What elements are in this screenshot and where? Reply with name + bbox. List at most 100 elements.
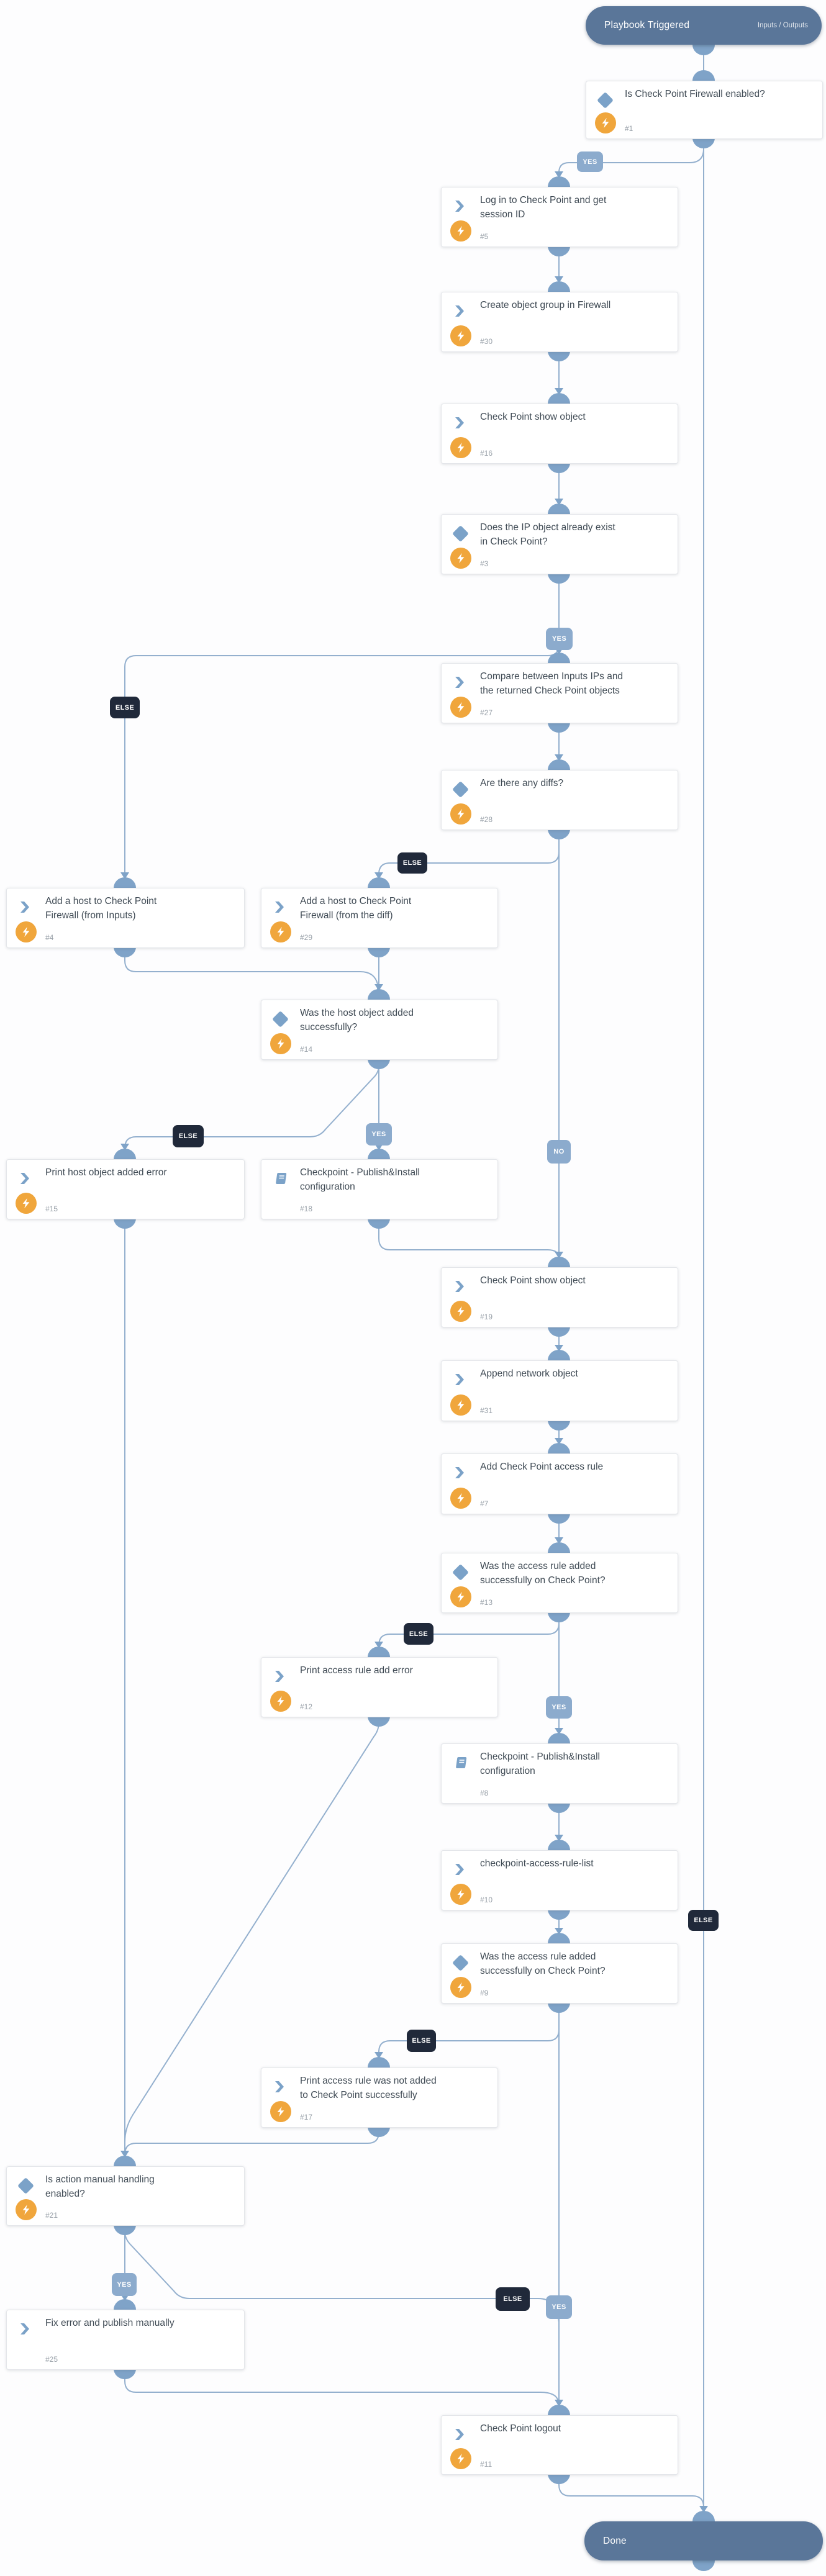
node-25[interactable]: Fix error and publish manually #25 <box>6 2310 245 2370</box>
lightning-icon <box>457 330 465 341</box>
node-29[interactable]: Add a host to Check Point Firewall (from… <box>261 888 498 948</box>
task-chevron-icon <box>455 1281 464 1292</box>
node-type-icon <box>451 1753 470 1772</box>
node-type-icon <box>451 673 470 692</box>
node-8[interactable]: Checkpoint - Publish&Install configurati… <box>441 1743 678 1804</box>
inputs-outputs-button[interactable]: Inputs / Outputs <box>757 22 808 29</box>
node-type-icon <box>271 898 289 916</box>
node-type-icon <box>16 2176 35 2195</box>
node-27[interactable]: Compare between Inputs IPs and the retur… <box>441 663 678 723</box>
node-title: Fix error and publish manually <box>45 2318 175 2328</box>
lightning-icon <box>277 1696 284 1707</box>
automation-bolt-icon <box>16 921 37 942</box>
node-9[interactable]: Was the access rule added successfully o… <box>441 1943 678 2004</box>
automation-bolt-icon <box>450 697 471 718</box>
branch-label-yes: YES <box>577 151 603 172</box>
node-14[interactable]: Was the host object added successfully? #… <box>261 1000 498 1060</box>
automation-bolt-icon <box>450 325 471 346</box>
node-id: #13 <box>480 1598 493 1607</box>
node-type-icon <box>271 1667 289 1686</box>
node-title: Append network object <box>480 1368 578 1379</box>
task-chevron-icon <box>455 417 464 428</box>
node-id: #30 <box>480 337 493 346</box>
node-7[interactable]: Add Check Point access rule#7 <box>441 1453 678 1514</box>
node-type-icon <box>451 1370 470 1389</box>
node-title: Add a host to Check Point Firewall (from… <box>300 896 412 921</box>
node-17[interactable]: Print access rule was not added to Check… <box>261 2068 498 2128</box>
automation-bolt-icon <box>450 1884 471 1905</box>
playbook-trigger-title: Playbook Triggered <box>604 20 690 30</box>
node-title: Was the access rule added successfully o… <box>480 1561 606 1586</box>
branch-label-yes: YES <box>546 1696 572 1719</box>
automation-bolt-icon <box>16 2199 37 2220</box>
task-chevron-icon <box>455 2429 464 2440</box>
node-title: Was the access rule added successfully o… <box>480 1951 606 1977</box>
node-15[interactable]: Print host object added error#15 <box>6 1159 245 1219</box>
task-chevron-icon <box>275 2081 284 2092</box>
node-id: #1 <box>625 124 633 133</box>
done-node[interactable]: Done <box>584 2521 823 2560</box>
automation-bolt-icon <box>450 1488 471 1509</box>
node-title: Check Point show object <box>480 412 586 422</box>
node-id: #10 <box>480 1896 493 1904</box>
node-3[interactable]: Does the IP object already exist in Chec… <box>441 514 678 574</box>
node-title: Add Check Point access rule <box>480 1462 604 1472</box>
node-title: Checkpoint - Publish&Install configurati… <box>480 1751 600 1777</box>
automation-bolt-icon <box>595 112 616 133</box>
node-title: Was the host object added successfully? <box>300 1008 414 1033</box>
automation-bolt-icon <box>450 548 471 569</box>
node-12[interactable]: Print access rule add error#12 <box>261 1657 498 1717</box>
node-30[interactable]: Create object group in Firewall#30 <box>441 292 678 352</box>
branch-label-else: ELSE <box>407 2030 436 2052</box>
node-13[interactable]: Was the access rule added successfully o… <box>441 1553 678 1613</box>
node-id: #11 <box>480 2460 492 2469</box>
node-11[interactable]: Check Point logout#11 <box>441 2415 678 2475</box>
node-5[interactable]: Log in to Check Point and get session ID… <box>441 187 678 247</box>
task-chevron-icon <box>455 677 464 688</box>
branch-label-else: ELSE <box>688 1910 719 1931</box>
lightning-icon <box>457 1399 465 1411</box>
task-chevron-icon <box>455 305 464 317</box>
node-21[interactable]: Is action manual handling enabled?#21 <box>6 2166 245 2226</box>
node-id: #25 <box>45 2355 58 2364</box>
node-id: #27 <box>480 708 493 717</box>
node-id: #12 <box>300 1702 313 1711</box>
node-type-icon <box>271 1010 289 1028</box>
node-type-icon <box>451 524 470 543</box>
node-31[interactable]: Append network object#31 <box>441 1360 678 1421</box>
lightning-icon <box>457 1493 465 1504</box>
node-type-icon <box>451 1563 470 1581</box>
automation-bolt-icon <box>270 1691 291 1712</box>
automation-bolt-icon <box>270 921 291 942</box>
node-title: Checkpoint - Publish&Install configurati… <box>300 1167 420 1193</box>
node-19[interactable]: Check Point show object #19 <box>441 1267 678 1327</box>
node-id: #21 <box>45 2211 58 2220</box>
task-chevron-icon <box>455 1467 464 1478</box>
lightning-icon <box>277 2106 284 2117</box>
node-title: Check Point show object <box>480 1275 586 1286</box>
branch-label-yes: YES <box>112 2273 137 2296</box>
node-28[interactable]: Are there any diffs?#28 <box>441 770 678 830</box>
node-id: #29 <box>300 933 313 942</box>
lightning-icon <box>602 117 609 129</box>
lightning-icon <box>22 1198 30 1209</box>
node-id: #3 <box>480 559 489 568</box>
playbook-trigger-node[interactable]: Playbook Triggered Inputs / Outputs <box>586 6 822 45</box>
node-4[interactable]: Add a host to Check Point Firewall (from… <box>6 888 245 948</box>
node-id: #14 <box>300 1045 313 1054</box>
node-type-icon <box>451 780 470 798</box>
branch-label-else: ELSE <box>496 2287 530 2311</box>
condition-diamond-icon <box>452 525 469 542</box>
node-1[interactable]: Is Check Point Firewall enabled?#1 <box>586 81 823 139</box>
node-18[interactable]: Checkpoint - Publish&Install configurati… <box>261 1159 498 1219</box>
node-10[interactable]: checkpoint-access-rule-list#10 <box>441 1850 678 1910</box>
lightning-icon <box>277 1038 284 1049</box>
node-id: #19 <box>480 1313 493 1321</box>
node-type-icon <box>16 1169 35 1188</box>
node-title: Does the IP object already exist in Chec… <box>480 522 615 548</box>
condition-diamond-icon <box>17 2177 34 2194</box>
task-chevron-icon <box>455 201 464 212</box>
node-16[interactable]: Check Point show object#16 <box>441 404 678 464</box>
branch-label-yes: YES <box>546 628 573 650</box>
